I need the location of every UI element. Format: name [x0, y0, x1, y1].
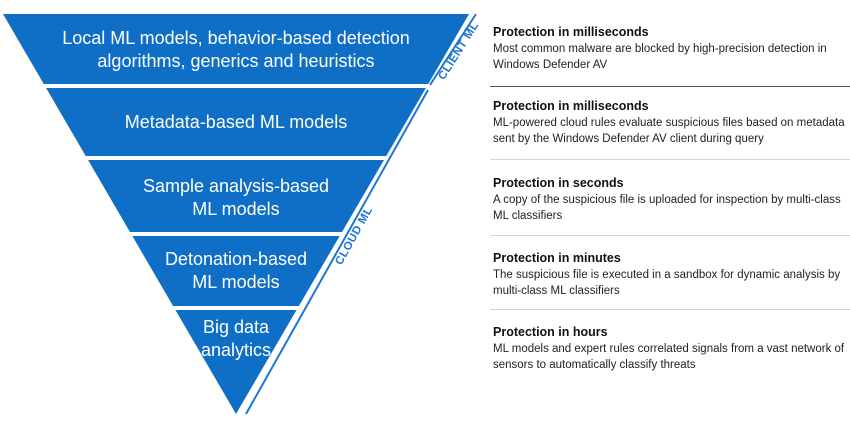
description-title: Protection in hours	[493, 325, 608, 339]
description-body: The suspicious file is executed in a san…	[493, 269, 841, 297]
description-body: Most common malware are blocked by high-…	[493, 43, 827, 71]
description-title: Protection in milliseconds	[493, 99, 649, 113]
tier-sample-analysis-ml-label: Sample analysis-based ML models	[142, 176, 330, 219]
tier-big-data-label: Big data analytics	[200, 317, 272, 360]
description-body: ML-powered cloud rules evaluate suspicio…	[493, 117, 845, 145]
funnel-triangle	[3, 14, 469, 414]
description-body: A copy of the suspicious file is uploade…	[493, 194, 841, 222]
description-title: Protection in minutes	[493, 251, 621, 265]
description-title: Protection in milliseconds	[493, 25, 649, 39]
tier-separators	[42, 84, 430, 310]
description-title: Protection in seconds	[493, 176, 624, 190]
description-divider	[490, 309, 850, 310]
description-sample-analysis-ml: Protection in seconds A copy of the susp…	[493, 175, 848, 224]
tier-local-ml-label: Local ML models, behavior-based detectio…	[62, 28, 410, 71]
description-big-data: Protection in hours ML models and expert…	[493, 324, 848, 373]
client-ml-bracket	[429, 13, 477, 86]
description-detonation-ml: Protection in minutes The suspicious fil…	[493, 250, 848, 299]
description-divider	[490, 159, 850, 160]
cloud-ml-bracket	[245, 89, 429, 415]
description-metadata-ml: Protection in milliseconds ML-powered cl…	[493, 98, 848, 147]
description-body: ML models and expert rules correlated si…	[493, 343, 845, 371]
client-cloud-divider	[490, 86, 850, 87]
description-client-ml: Protection in milliseconds Most common m…	[493, 24, 848, 73]
tier-metadata-ml-label: Metadata-based ML models	[124, 111, 348, 132]
description-divider	[490, 235, 850, 236]
tier-detonation-ml-label: Detonation-based ML models	[164, 249, 308, 292]
